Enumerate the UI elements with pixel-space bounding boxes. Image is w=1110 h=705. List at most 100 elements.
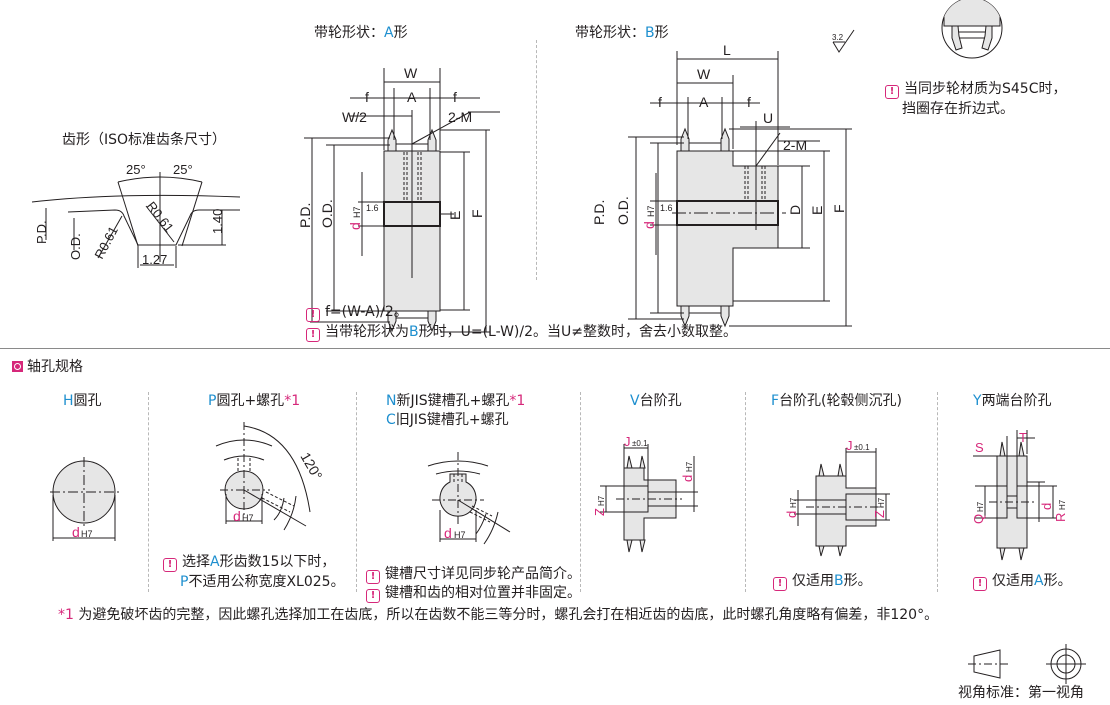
b-f-height-label: F	[831, 204, 847, 213]
roughness-value: 3.2	[832, 33, 844, 42]
pd-label: P.D.	[34, 220, 49, 244]
b-f-right-label: f	[747, 94, 751, 110]
bore-p-drawing: 120° d H7	[215, 422, 326, 531]
od-label: O.D.	[68, 233, 83, 260]
bottom-width-label: 1.27	[142, 252, 167, 267]
formula-note-2: !当带轮形状为B形时，U=(L-W)/2。当U≠整数时，舍去小数取整。	[306, 322, 737, 342]
n-d-label: d	[444, 525, 452, 541]
divider	[937, 392, 938, 592]
b-u-label: U	[763, 110, 773, 126]
warning-icon: !	[163, 558, 177, 572]
warning-icon: !	[366, 589, 380, 603]
bore-n-drawing: d H7	[427, 452, 511, 545]
a-h7-label: H7	[352, 206, 362, 218]
flange-detail-drawing	[941, 0, 1003, 59]
f-j-label: J	[846, 438, 853, 453]
footnote: *1 为避免破坏齿的完整，因此螺孔选择加工在齿底，所以在齿数不能三等分时，螺孔会…	[58, 607, 939, 623]
a-d-label: d	[347, 222, 363, 230]
warning-icon: !	[885, 85, 899, 99]
section-divider	[0, 348, 1110, 349]
a-w2-label: W/2	[342, 109, 367, 125]
b-e-label: E	[809, 206, 825, 215]
bore-f-note: !仅适用B形。	[773, 571, 872, 591]
warning-icon: !	[306, 328, 320, 342]
bore-p-note: !选择A形齿数15以下时， P不适用公称宽度XL025。	[163, 552, 345, 592]
radius-left-label: R0.61	[91, 224, 121, 262]
n-h7-label: H7	[454, 530, 466, 540]
f-jtol-label: ±0.1	[854, 443, 870, 452]
a-w-label: W	[404, 65, 418, 81]
b-dd-label: D	[787, 205, 803, 215]
h-d-label: d	[72, 524, 80, 540]
divider	[580, 392, 581, 592]
bore-v-title: V台阶孔	[630, 393, 682, 409]
divider	[356, 392, 357, 592]
v-dh7-label: H7	[685, 461, 694, 472]
y-rh7-label: H7	[1058, 499, 1067, 510]
warning-icon: !	[366, 570, 380, 584]
a-rough-label: 1.6	[366, 203, 379, 213]
v-zh7-label: H7	[597, 495, 606, 506]
bore-n-note-2: !键槽和齿的相对位置并非固定。	[366, 583, 581, 603]
warning-icon: !	[306, 308, 320, 322]
shape-b-drawing: L W A f f U 2-M P.D. O.D. d H7 1.6 D E F	[591, 42, 852, 328]
bore-y-title: Y两端台阶孔	[973, 393, 1052, 409]
v-j-label: J	[624, 434, 631, 449]
y-s-label: S	[975, 440, 984, 455]
bore-h-title: H圆孔	[63, 393, 102, 409]
y-qh7-label: H7	[976, 501, 985, 512]
b-w-label: W	[697, 66, 711, 82]
projection-label: 视角标准：第一视角	[958, 685, 1084, 701]
divider	[148, 392, 149, 592]
shape-b-title: 带轮形状：B形	[575, 25, 669, 41]
warning-icon: !	[773, 577, 787, 591]
shape-a-title: 带轮形状：A形	[314, 25, 408, 41]
divider	[745, 392, 746, 592]
a-a-label: A	[407, 89, 417, 105]
y-q-label: Q	[971, 514, 986, 524]
section-marker-icon	[12, 361, 23, 372]
bore-y-drawing: S T Q H7 d R H7	[971, 430, 1068, 561]
bore-v-drawing: J ±0.1 Z H7 d H7	[592, 434, 698, 553]
f-zh7-label: H7	[877, 497, 886, 508]
b-rough-label: 1.6	[660, 203, 673, 213]
depth-label: 1.40	[210, 209, 225, 234]
tooth-profile-drawing: 25° 25° R0.61 R0.61 1.40 1.27 P.D. O.D.	[31, 162, 241, 268]
b-d-label: d	[641, 221, 657, 229]
b-f-left-label: f	[658, 94, 662, 110]
bore-n-title: N新JIS键槽孔+螺孔*1	[386, 393, 526, 409]
divider	[536, 40, 537, 280]
a-od-label: O.D.	[319, 199, 335, 228]
b-pd-label: P.D.	[591, 200, 607, 225]
bore-n-note-1: !键槽尺寸详见同步轮产品简介。	[366, 564, 581, 584]
projection-symbol	[968, 644, 1086, 684]
a-f-height-label: F	[469, 209, 485, 218]
bore-y-note: !仅适用A形。	[973, 571, 1072, 591]
v-z-label: Z	[592, 508, 607, 516]
shape-a-drawing: W A f f W/2 2-M P.D. O.D. d H7 1.6 E F	[297, 65, 500, 333]
flange-note: !当同步轮材质为S45C时， 挡圈存在折边式。	[885, 79, 1066, 119]
v-d-label: d	[680, 475, 695, 482]
y-d-label: d	[1039, 503, 1054, 510]
a-m-label: 2-M	[448, 109, 472, 125]
bore-f-title: F台阶孔(轮毂侧沉孔)	[771, 393, 902, 409]
bore-h-drawing: d H7	[50, 457, 120, 541]
a-e-label: E	[447, 211, 463, 220]
h-h7-label: H7	[81, 529, 93, 539]
bore-f-drawing: J ±0.1 d H7 Z H7	[784, 438, 890, 557]
angle-right-label: 25°	[173, 162, 193, 177]
b-h7-label: H7	[646, 205, 656, 217]
b-od-label: O.D.	[615, 196, 631, 225]
p-h7-label: H7	[242, 513, 254, 523]
v-jtol-label: ±0.1	[632, 439, 648, 448]
f-d-label: d	[784, 511, 799, 518]
p-d-label: d	[233, 508, 241, 524]
b-m-label: 2-M	[783, 137, 807, 153]
y-r-label: R	[1053, 513, 1068, 522]
f-dh7-label: H7	[789, 497, 798, 508]
bore-p-title: P圆孔+螺孔*1	[208, 393, 301, 409]
f-z-label: Z	[872, 510, 887, 518]
a-f-right-label: f	[453, 89, 457, 105]
formula-note-1: !f=(W-A)/2。	[306, 302, 408, 322]
bore-section-title: 轴孔规格	[12, 358, 83, 376]
